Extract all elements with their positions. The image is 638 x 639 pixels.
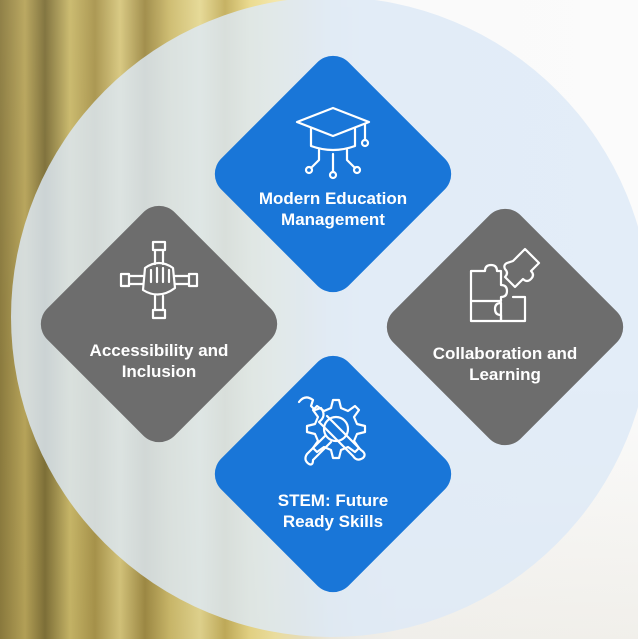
graduation-cap-circuit-icon [295, 106, 371, 180]
joined-hands-icon [119, 240, 199, 320]
tile-diamond [214, 55, 452, 293]
tile-diamond [386, 208, 624, 446]
tile-label: Collaboration and Learning [432, 344, 578, 384]
gear-wrench-icon [297, 396, 367, 466]
puzzle-pieces-icon [469, 247, 541, 323]
tile-diamond [214, 355, 452, 593]
tile-label: Modern Education Management [258, 189, 408, 229]
tile-modern-education-management[interactable]: Modern Education Management [199, 40, 467, 308]
tile-diamond [40, 205, 278, 443]
tile-label: STEM: Future Ready Skills [277, 491, 389, 531]
tile-stem-future-ready-skills[interactable]: STEM: Future Ready Skills [199, 340, 467, 608]
tile-label: Accessibility and Inclusion [89, 341, 229, 381]
tile-accessibility-inclusion[interactable]: Accessibility and Inclusion [25, 190, 293, 458]
tile-collaboration-learning[interactable]: Collaboration and Learning [371, 193, 638, 461]
